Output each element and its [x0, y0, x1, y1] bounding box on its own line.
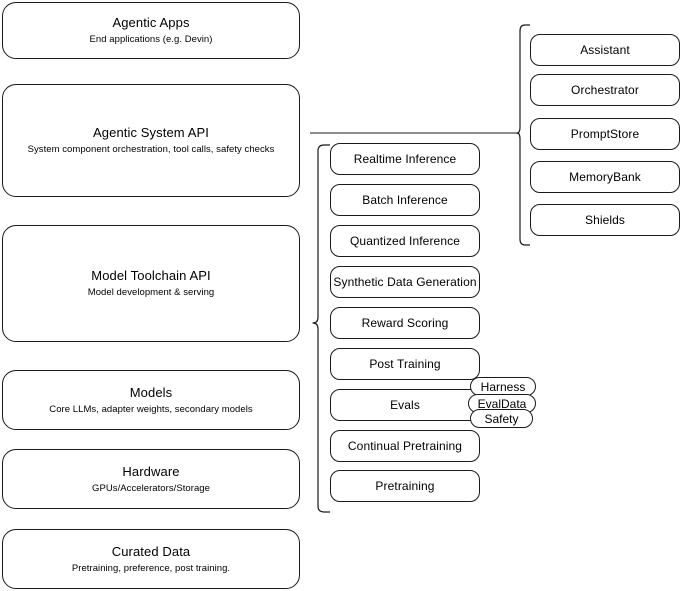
component-label: Orchestrator — [571, 82, 639, 97]
component-label: Assistant — [580, 42, 630, 57]
eval-pill-label: EvalData — [477, 396, 527, 411]
brace-system-components — [516, 24, 530, 246]
layer-model-toolchain-api[interactable]: Model Toolchain API Model development & … — [2, 225, 300, 342]
layer-subtitle: Pretraining, preference, post training. — [71, 562, 231, 574]
system-promptstore[interactable]: PromptStore — [530, 118, 680, 150]
layer-title: Curated Data — [111, 543, 191, 559]
component-label: MemoryBank — [569, 169, 641, 184]
brace-toolchain-components — [312, 144, 330, 513]
layer-title: Models — [129, 384, 173, 400]
layer-title: Agentic Apps — [112, 15, 190, 30]
toolchain-continual-pretraining[interactable]: Continual Pretraining — [330, 430, 480, 462]
layer-hardware[interactable]: Hardware GPUs/Accelerators/Storage — [2, 449, 300, 509]
layer-models[interactable]: Models Core LLMs, adapter weights, secon… — [2, 370, 300, 430]
component-label: PromptStore — [570, 126, 640, 141]
component-label: Evals — [390, 397, 420, 412]
toolchain-reward-scoring[interactable]: Reward Scoring — [330, 307, 480, 339]
system-assistant[interactable]: Assistant — [530, 34, 680, 66]
toolchain-quantized-inference[interactable]: Quantized Inference — [330, 225, 480, 257]
system-orchestrator[interactable]: Orchestrator — [530, 74, 680, 106]
eval-pill-label: Safety — [484, 411, 519, 426]
layer-subtitle: End applications (e.g. Devin) — [89, 34, 213, 45]
component-label: Quantized Inference — [350, 233, 460, 248]
eval-pill-label: Harness — [480, 379, 526, 394]
toolchain-synthetic-data-generation[interactable]: Synthetic Data Generation — [330, 266, 480, 298]
layer-subtitle: Core LLMs, adapter weights, secondary mo… — [49, 403, 253, 415]
layer-title: Hardware — [122, 463, 180, 479]
layer-subtitle: Model development & serving — [87, 287, 215, 298]
component-label: Post Training — [369, 356, 441, 371]
component-label: Pretraining — [375, 478, 435, 493]
component-label: Continual Pretraining — [347, 438, 463, 453]
component-label: Reward Scoring — [361, 315, 449, 330]
component-label: Batch Inference — [362, 192, 448, 207]
toolchain-evals[interactable]: Evals — [330, 389, 480, 421]
layer-agentic-apps[interactable]: Agentic Apps End applications (e.g. Devi… — [2, 2, 300, 59]
layer-curated-data[interactable]: Curated Data Pretraining, preference, po… — [2, 529, 300, 589]
component-label: Synthetic Data Generation — [333, 274, 477, 289]
layer-subtitle: System component orchestration, tool cal… — [27, 144, 275, 155]
toolchain-realtime-inference[interactable]: Realtime Inference — [330, 143, 480, 175]
component-label: Realtime Inference — [353, 151, 457, 166]
toolchain-post-training[interactable]: Post Training — [330, 348, 480, 380]
layer-subtitle: GPUs/Accelerators/Storage — [92, 482, 210, 494]
system-shields[interactable]: Shields — [530, 204, 680, 236]
layer-title: Model Toolchain API — [91, 268, 211, 283]
component-label: Shields — [584, 212, 626, 227]
layer-agentic-system-api[interactable]: Agentic System API System component orch… — [2, 84, 300, 197]
system-memorybank[interactable]: MemoryBank — [530, 161, 680, 193]
toolchain-pretraining[interactable]: Pretraining — [330, 470, 480, 502]
layer-title: Agentic System API — [93, 125, 209, 140]
eval-pill-safety[interactable]: Safety — [470, 409, 533, 428]
toolchain-batch-inference[interactable]: Batch Inference — [330, 184, 480, 216]
